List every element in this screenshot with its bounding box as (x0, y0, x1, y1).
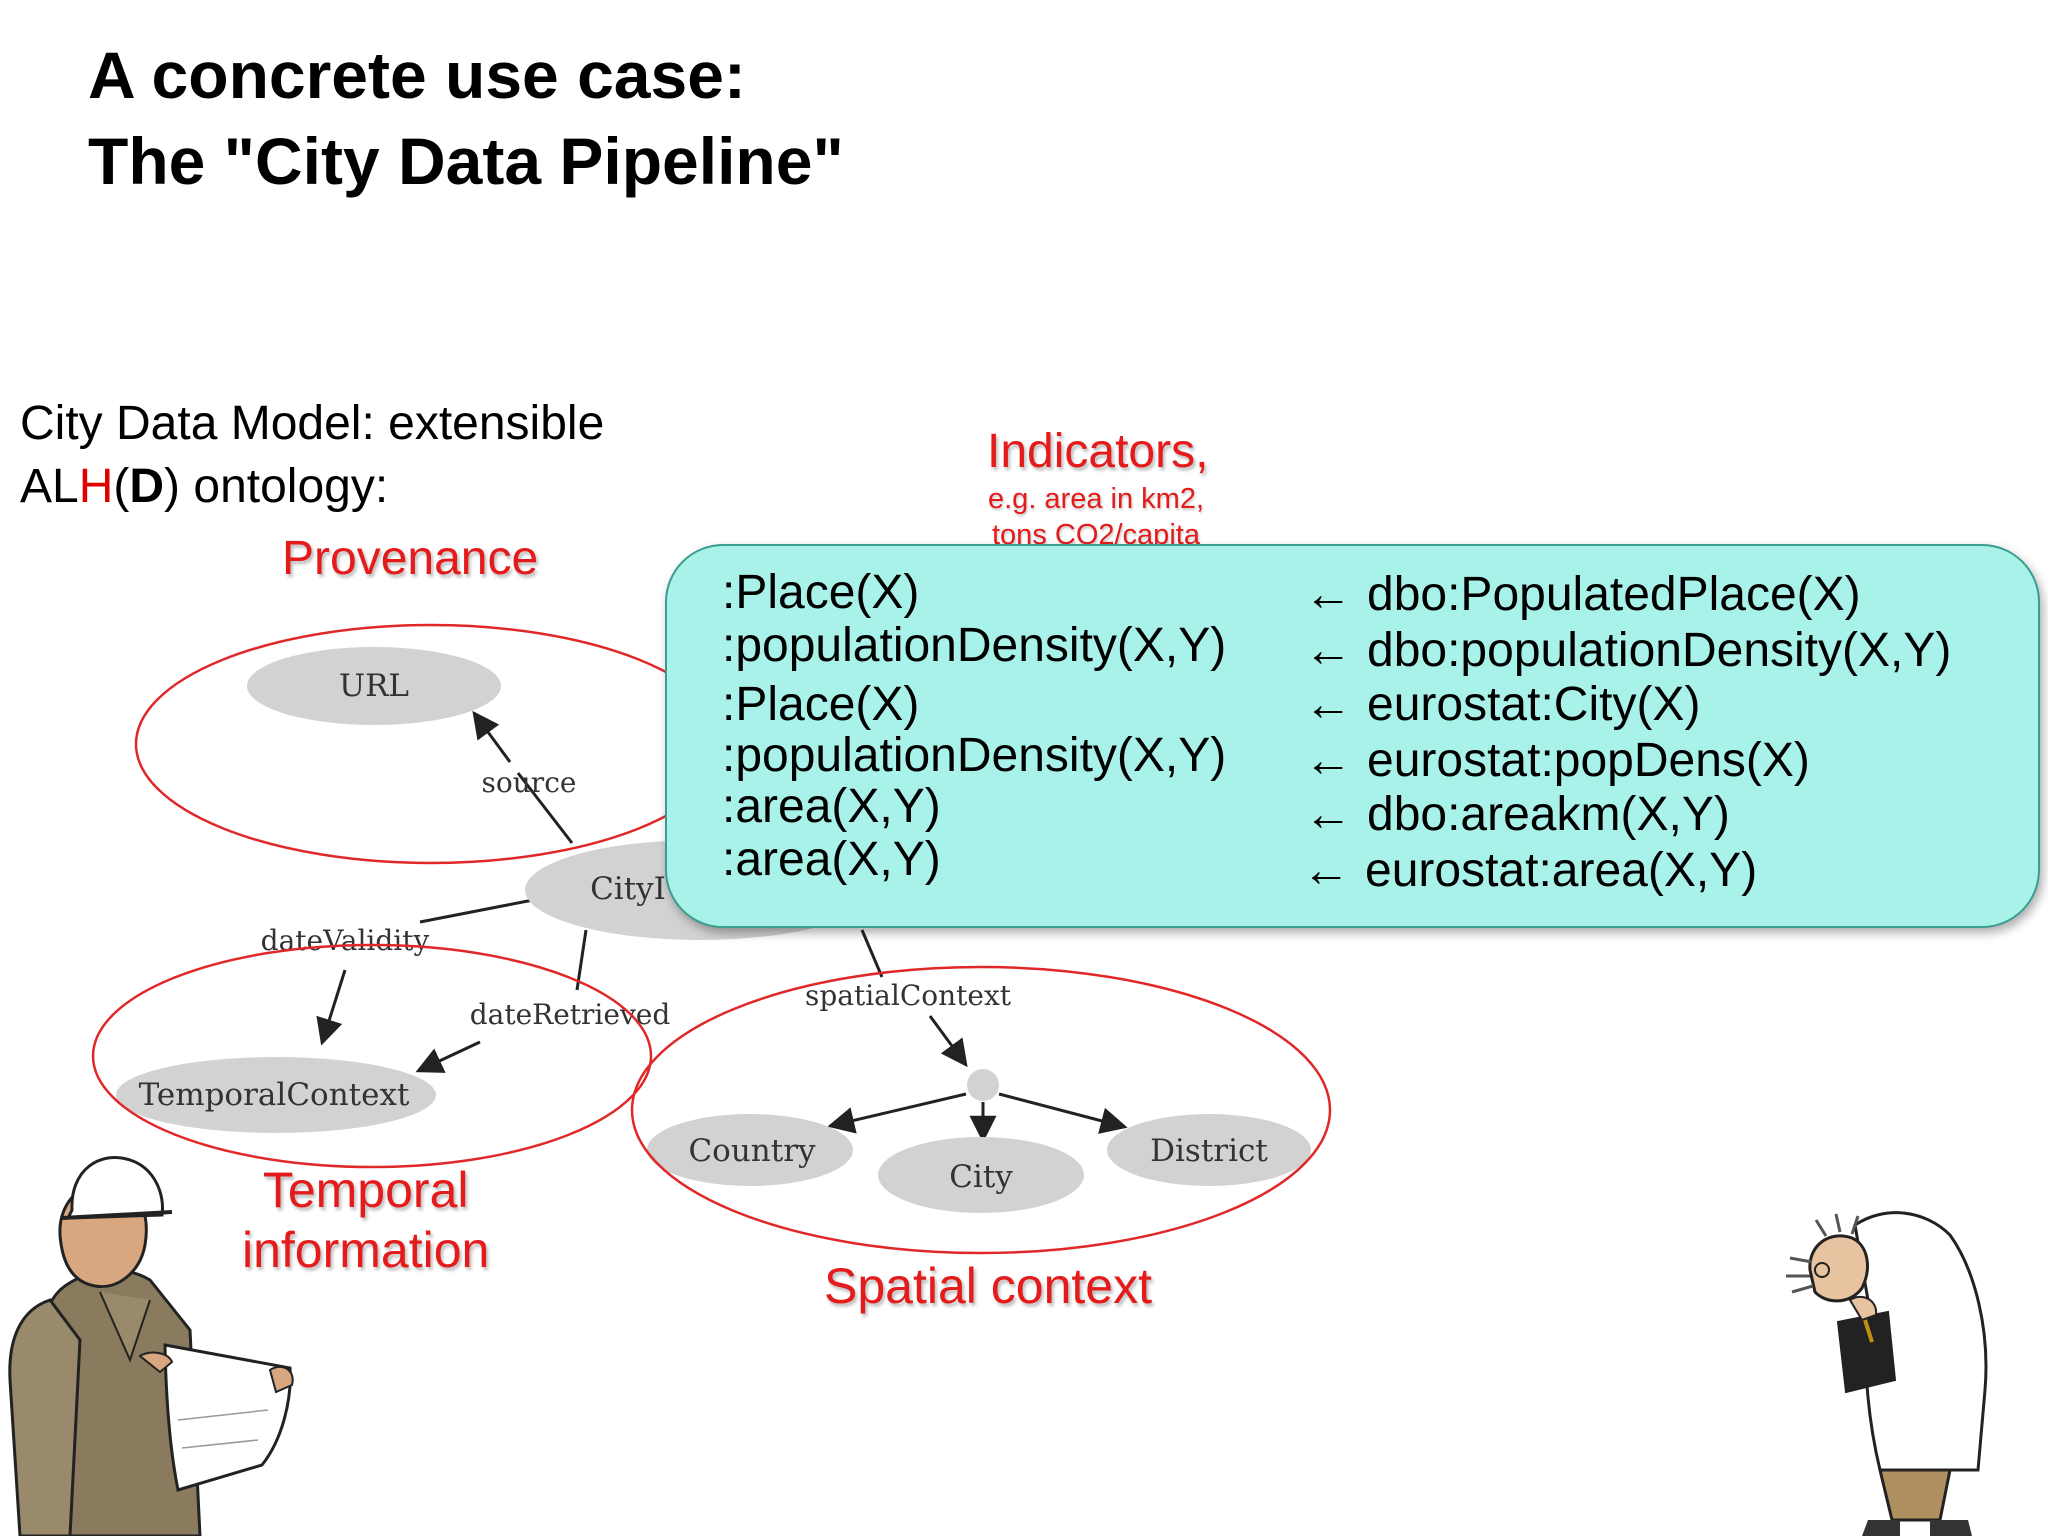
intro-al: AL (20, 460, 79, 513)
node-district-label: District (1150, 1133, 1268, 1169)
node-city-label: CityI (590, 871, 666, 907)
intro-line-2: ALH(D) ontology: (20, 455, 604, 518)
edge-source-label: source (482, 766, 577, 799)
edge-source-line (516, 772, 574, 844)
rule-4-head: :populationDensity(X,Y) (722, 729, 1227, 782)
rule-5-arrow: ← (1304, 788, 1352, 841)
rule-3-body: eurostat:City(X) (1367, 678, 1701, 731)
edge-datevalidity-arrow (316, 969, 347, 1046)
indicators-label: Indicators, (987, 425, 1209, 478)
edge-datevalidity-label: dateValidity (261, 924, 430, 957)
temporal-label-line-1: Temporal (262, 1162, 469, 1218)
rule-6-body: eurostat:area(X,Y) (1365, 844, 1758, 897)
temporal-label: Temporal information (242, 1160, 489, 1280)
rule-3-head: :Place(X) (722, 678, 920, 731)
intro-line-1: City Data Model: extensible (20, 397, 605, 450)
node-url (247, 647, 501, 725)
spatial-label: Spatial context (824, 1258, 1152, 1314)
spatial-group-outline (630, 965, 1332, 1255)
temporal-label-line-2: information (242, 1222, 490, 1278)
rule-1-arrow: ← (1304, 568, 1352, 621)
rule-5-head: :area(X,Y) (722, 780, 941, 833)
node-country (647, 1114, 853, 1186)
title-line-2: The "City Data Pipeline" (88, 124, 844, 198)
edge-spatialcontext-label: spatialContext (805, 979, 1012, 1012)
edge-dateretrieved-label: dateRetrieved (470, 998, 671, 1031)
rule-5-body: dbo:areakm(X,Y) (1367, 788, 1730, 841)
edge-datevalidity-line (419, 898, 534, 924)
node-country-label: Country (688, 1133, 816, 1169)
mapping-rules-callout: :Place(X) :populationDensity(X,Y) :Place… (665, 544, 2040, 928)
engineer-with-blueprint-icon (8, 1155, 294, 1536)
rule-1-head: :Place(X) (722, 566, 920, 619)
intro-text: City Data Model: extensible ALH(D) ontol… (20, 392, 604, 518)
intro-d: D (129, 460, 165, 513)
temporal-group-outline (91, 943, 653, 1169)
rule-6-head: :area(X,Y) (722, 833, 941, 886)
intro-h: H (78, 460, 114, 513)
rule-2-arrow: ← (1304, 624, 1352, 677)
rule-2-head: :populationDensity(X,Y) (722, 619, 1227, 672)
title-line-1: A concrete use case: (88, 38, 746, 112)
provenance-label: Provenance (282, 532, 539, 585)
edge-spatial-arrow (928, 1015, 968, 1068)
slide-title: A concrete use case: The "City Data Pipe… (88, 32, 844, 204)
rule-4-arrow: ← (1304, 734, 1352, 787)
indicators-example-1: e.g. area in km2, (988, 483, 1204, 515)
node-city-leaf (878, 1137, 1084, 1213)
intro-ontology: ) ontology: (164, 460, 389, 513)
node-temporal-context-label: TemporalContext (139, 1077, 410, 1113)
node-district (1107, 1114, 1311, 1186)
rule-1-body: dbo:PopulatedPlace(X) (1367, 568, 1861, 621)
edge-source-arrow (472, 710, 512, 763)
edge-country-arrow (827, 1092, 967, 1134)
rule-3-arrow: ← (1304, 678, 1352, 731)
intro-paren: ( (113, 460, 130, 513)
rule-4-body: eurostat:popDens(X) (1367, 734, 1810, 787)
node-blank (967, 1069, 999, 1101)
rule-2-body: dbo:populationDensity(X,Y) (1367, 624, 1952, 677)
scientist-with-clipboard-icon (1786, 1211, 1988, 1536)
node-url-label: URL (339, 668, 409, 704)
node-temporal-context (116, 1057, 436, 1133)
edge-spatial-line (860, 929, 884, 978)
rule-6-arrow: ← (1302, 844, 1350, 897)
edge-district-arrow (998, 1092, 1128, 1134)
edge-dateretrieved-arrow (415, 1040, 481, 1073)
node-city-leaf-label: City (949, 1159, 1013, 1195)
